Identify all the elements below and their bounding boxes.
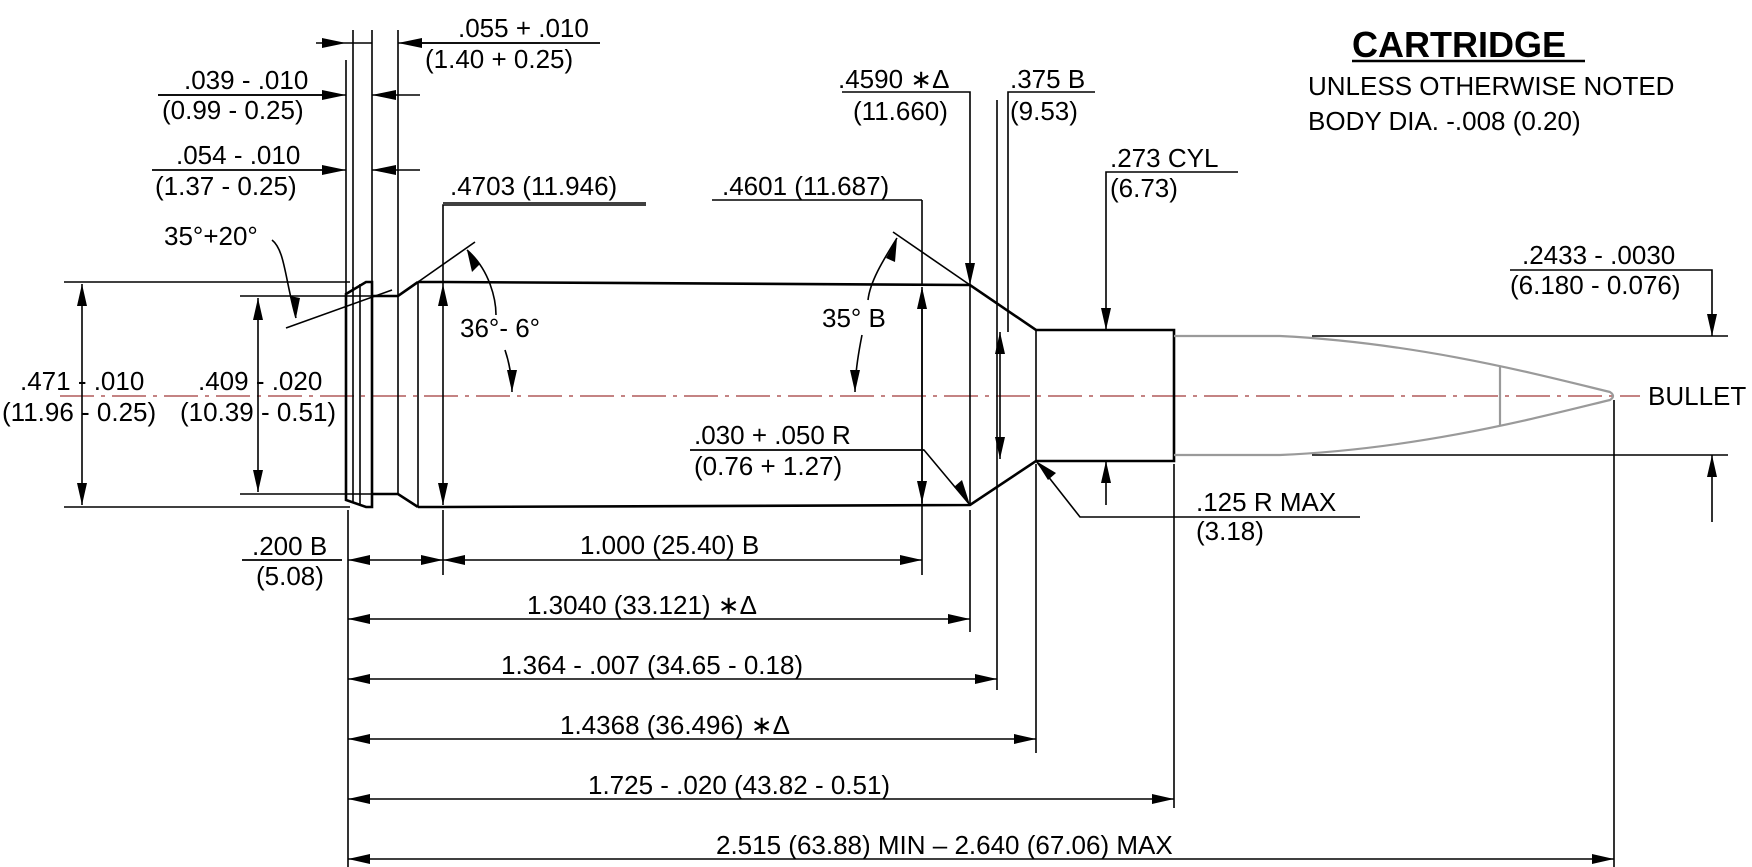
label-extractor: .054 - .010 [176, 140, 300, 170]
label-extractor-mm: (1.37 - 0.25) [155, 171, 297, 201]
label-overall-length: 2.515 (63.88) MIN – 2.640 (67.06) MAX [716, 830, 1173, 860]
note-line-1: UNLESS OTHERWISE NOTED [1308, 71, 1674, 101]
label-neck-diameter-mm: (9.53) [1010, 96, 1078, 126]
label-rim-thickness: .039 - .010 [184, 65, 308, 95]
label-bullet-diameter-mm: (6.180 - 0.076) [1510, 270, 1681, 300]
bullet-label: BULLET [1648, 381, 1746, 411]
label-length-neck-junction: 1.4368 (36.496) ∗Δ [560, 710, 790, 740]
label-length-neck-start: 1.364 - .007 (34.65 - 0.18) [501, 650, 803, 680]
label-base-diameter: .4703 (11.946) [450, 171, 617, 201]
label-bullet-diameter: .2433 - .0030 [1522, 240, 1675, 270]
label-extractor-angle: 36°- 6° [460, 313, 540, 343]
label-neck-radius: .125 R MAX [1196, 487, 1336, 517]
extension-lines [64, 30, 1728, 867]
label-body-length: 1.000 (25.40) B [580, 530, 759, 560]
label-neck-diameter: .375 B [1010, 64, 1085, 94]
note-line-2: BODY DIA. -.008 (0.20) [1308, 106, 1581, 136]
label-shoulder-radius-mm: (0.76 + 1.27) [694, 451, 842, 481]
label-rim-bevel: 35°+20° [164, 221, 258, 251]
label-neck-cylinder-mm: (6.73) [1110, 173, 1178, 203]
drawing-title: CARTRIDGE [1352, 24, 1566, 65]
label-groove-width-mm: (1.40 + 0.25) [425, 44, 573, 74]
label-shoulder-angle: 35° B [822, 303, 886, 333]
label-shoulder-diameter: .4590 ∗Δ [838, 64, 949, 94]
arrowheads [77, 38, 1717, 864]
bullet-outline [1174, 334, 1615, 457]
label-shoulder-body-diameter: .4601 (11.687) [722, 171, 889, 201]
label-rim-to-body: .200 B [252, 531, 327, 561]
label-length-shoulder: 1.3040 (33.121) ∗Δ [527, 590, 757, 620]
case-outline [344, 280, 1176, 509]
label-rim-diameter: .471 - .010 [20, 366, 144, 396]
label-neck-radius-mm: (3.18) [1196, 516, 1264, 546]
label-groove-width: .055 + .010 [458, 13, 589, 43]
label-groove-diameter: .409 - .020 [198, 366, 322, 396]
label-rim-diameter-mm: (11.96 - 0.25) [2, 397, 156, 427]
label-rim-to-body-mm: (5.08) [256, 561, 324, 591]
label-groove-diameter-mm: (10.39 - 0.51) [180, 397, 336, 427]
label-shoulder-radius: .030 + .050 R [694, 420, 851, 450]
label-neck-cylinder: .273 CYL [1110, 143, 1218, 173]
label-case-length: 1.725 - .020 (43.82 - 0.51) [588, 770, 890, 800]
label-rim-thickness-mm: (0.99 - 0.25) [162, 95, 304, 125]
label-shoulder-diameter-mm: (11.660) [853, 96, 948, 126]
dimension-labels: .055 + .010 (1.40 + 0.25) .039 - .010 (0… [2, 13, 1681, 860]
dimension-lines [81, 42, 1713, 860]
